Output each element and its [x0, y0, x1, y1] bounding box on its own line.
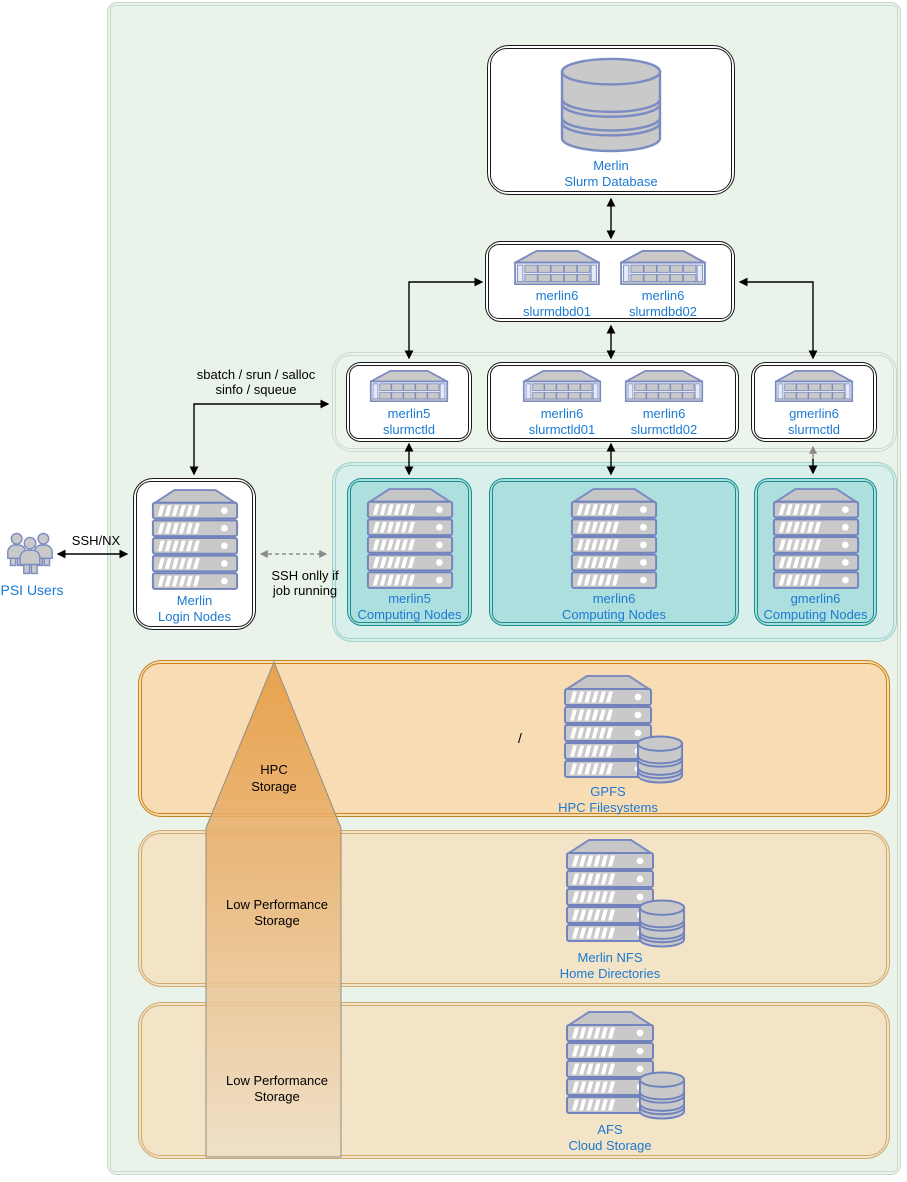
hpc-storage-label: HPC Storage	[251, 762, 297, 794]
disk-stack-icon	[638, 899, 686, 949]
low-performance-label-1: Low Performance Storage	[226, 897, 328, 928]
merlin6-slurmctld-box: merlin6 slurmctld01 merlin6 slurmctld02	[487, 362, 739, 442]
disk-stack-icon	[636, 735, 684, 785]
slurm-database-label: Merlin Slurm Database	[564, 158, 658, 189]
gpfs-mount-label: /	[518, 730, 522, 746]
merlin6-computing-label: merlin6 Computing Nodes	[561, 591, 667, 622]
gmerlin6-computing-label: gmerlin6 Computing Nodes	[763, 591, 868, 622]
ssh-nx-label: SSH/NX	[71, 533, 121, 548]
server-stack-icon	[769, 487, 863, 589]
gpfs-label: GPFS HPC Filesystems	[558, 784, 658, 815]
gmerlin6-slurmctld-label: gmerlin6 slurmctld	[787, 406, 840, 437]
merlin6-computing-box: merlin6 Computing Nodes	[489, 478, 739, 626]
merlin5-computing-box: merlin5 Computing Nodes	[347, 478, 472, 626]
merlin6-slurmctld02-label: merlin6 slurmctld02	[630, 406, 698, 437]
low-performance-label-2: Low Performance Storage	[226, 1073, 328, 1104]
merlin5-slurmctld-box: merlin5 slurmctld	[346, 362, 472, 442]
login-nodes-box: Merlin Login Nodes	[133, 478, 256, 630]
ssh-only-label: SSH onlly if job running	[271, 568, 339, 598]
rack-server-icon	[369, 369, 449, 403]
rack-server-icon	[513, 249, 601, 286]
slurm-database-box: Merlin Slurm Database	[487, 45, 735, 195]
merlin5-slurmctld-label: merlin5 slurmctld	[382, 406, 435, 437]
rack-server-icon	[774, 369, 854, 403]
rack-server-icon	[522, 369, 602, 403]
afs-label: AFS Cloud Storage	[568, 1122, 652, 1153]
server-stack-icon	[363, 487, 457, 589]
rack-server-icon	[619, 249, 707, 286]
sbatch-label: sbatch / srun / salloc sinfo / squeue	[196, 367, 316, 397]
database-icon	[560, 57, 662, 153]
merlin6-slurmctld01-node: merlin6 slurmctld01	[522, 369, 602, 437]
users-icon	[6, 529, 54, 577]
disk-stack-icon	[638, 1071, 686, 1121]
rack-server-icon	[624, 369, 704, 403]
slurmdbd02-label: merlin6 slurmdbd02	[629, 288, 697, 319]
merlin6-slurmctld01-label: merlin6 slurmctld01	[528, 406, 596, 437]
gmerlin6-computing-box: gmerlin6 Computing Nodes	[754, 478, 877, 626]
merlin5-computing-label: merlin5 Computing Nodes	[357, 591, 462, 622]
login-nodes-label: Merlin Login Nodes	[158, 593, 231, 624]
slurmdbd01-node: merlin6 slurmdbd01	[513, 249, 601, 319]
server-stack-icon	[567, 487, 661, 589]
nfs-label: Merlin NFS Home Directories	[559, 950, 661, 981]
gmerlin6-slurmctld-box: gmerlin6 slurmctld	[751, 362, 877, 442]
slurmdbd-box: merlin6 slurmdbd01 merlin6 slurmdbd02	[485, 241, 735, 322]
afs-node: AFS Cloud Storage	[510, 1010, 710, 1153]
merlin6-slurmctld02-node: merlin6 slurmctld02	[624, 369, 704, 437]
gpfs-node: GPFS HPC Filesystems	[508, 674, 708, 815]
psi-users-label: PSI Users	[0, 582, 64, 598]
slurmdbd01-label: merlin6 slurmdbd01	[523, 288, 591, 319]
server-stack-icon	[148, 488, 242, 590]
nfs-node: Merlin NFS Home Directories	[510, 838, 710, 981]
slurmdbd02-node: merlin6 slurmdbd02	[619, 249, 707, 319]
